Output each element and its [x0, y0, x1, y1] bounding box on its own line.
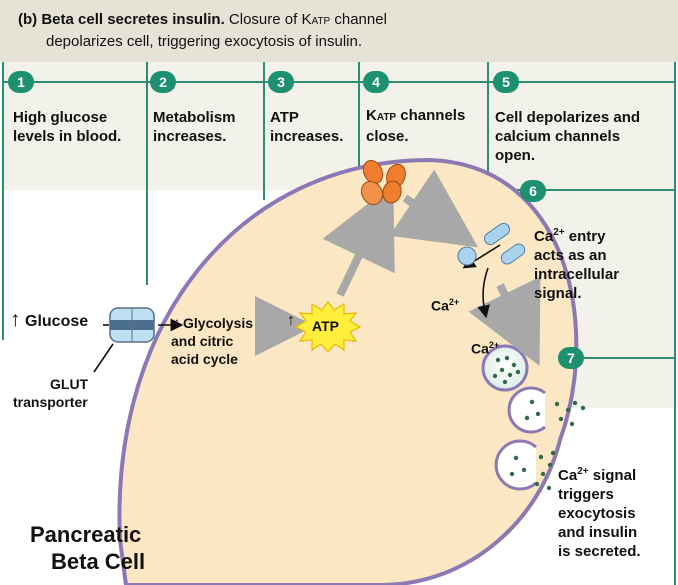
glucose-label: Glucose [25, 313, 89, 330]
beta-cell [117, 157, 579, 585]
cell-name-line2: Beta Cell [51, 549, 146, 574]
step-7-text: Ca2+ signal triggers exocytosis and insu… [558, 462, 641, 561]
header-band [0, 0, 678, 62]
step-7-line3: exocytosis [558, 505, 636, 522]
step-6-line2: acts as an [534, 247, 607, 264]
step-2-line2: increases. [153, 128, 227, 145]
step-5-text: Cell depolarizes and calcium channels op… [495, 108, 640, 165]
glucose-up-arrow: ↑ [10, 308, 21, 331]
atp-label: ATP [312, 318, 339, 334]
step-7-line4: and insulin [558, 524, 638, 541]
step-7-badge: 7 [567, 350, 575, 366]
glycolysis-line3: acid cycle [171, 351, 238, 367]
step-4-line1: KATP channels [366, 107, 466, 124]
title-rest: Closure of KATP channel [229, 11, 387, 28]
glycolysis-line1: Glycolysis [183, 315, 254, 331]
step-5-line1: Cell depolarizes and [495, 109, 641, 126]
atp-starburst [294, 301, 362, 353]
step-2-text: Metabolism increases. [153, 108, 236, 146]
step-6-line3: intracellular [534, 266, 620, 283]
step-7-line5: is secreted. [558, 543, 641, 560]
step-6-line1: Ca2+ entry [534, 227, 606, 245]
step-1-text: High glucose levels in blood. [13, 108, 121, 146]
step-2-line1: Metabolism [153, 109, 236, 126]
atp-up-arrow: ↑ [287, 312, 295, 329]
glycolysis-line2: and citric [171, 333, 234, 349]
title-channel: channel [330, 11, 387, 28]
header-title: (b) Beta cell secretes insulin. Closure … [18, 11, 387, 28]
calcium-label-inside: Ca2+ [471, 340, 500, 357]
step-1-badge: 1 [17, 74, 25, 90]
calcium-label-outside: Ca2+ [431, 297, 460, 314]
vesicle-fusing [507, 386, 586, 434]
step-grid [2, 62, 676, 585]
cell-name-line1: Pancreatic [30, 522, 142, 547]
step-6-badge: 6 [529, 183, 537, 199]
glut-label: GLUT [50, 375, 88, 393]
step-7-line2: triggers [558, 486, 614, 503]
glut-line1: GLUT [50, 376, 89, 392]
step-5-line3: open. [495, 147, 535, 164]
step-4-line2: close. [366, 128, 409, 145]
title-bold: Beta cell secretes insulin. [41, 11, 225, 28]
step-3-badge: 3 [277, 74, 285, 90]
glycolysis-up-arrow: ↑ [174, 315, 180, 329]
flow-arrows [130, 169, 541, 366]
step-2-badge: 2 [159, 74, 167, 90]
step-6-line4: signal. [534, 285, 582, 302]
step-4-badge: 4 [372, 74, 380, 90]
step-badges [8, 71, 584, 369]
step-4-text: KATP channels close. [366, 106, 465, 146]
glut-transporter [109, 307, 155, 343]
step-6-text: Ca2+ entry acts as an intracellular sign… [534, 223, 619, 303]
step-5-badge: 5 [502, 74, 510, 90]
calcium-channel [457, 222, 526, 266]
title-k: Closure of K [228, 11, 312, 28]
panel-letter: (b) [18, 11, 38, 28]
title-atp-sub: ATP [311, 16, 331, 27]
step-5-line2: calcium channels [495, 128, 621, 145]
header-title-line2: depolarizes cell, triggering exocytosis … [46, 33, 362, 50]
step-1-line1: High glucose [13, 109, 108, 126]
step-1-line2: levels in blood. [13, 128, 122, 145]
step-3-text: ATP increases. [270, 108, 343, 146]
step-3-line2: increases. [270, 128, 344, 145]
glut-label-line2: transporter [13, 394, 88, 410]
step-3-line1: ATP [270, 109, 299, 126]
katp-channel [360, 159, 406, 206]
step-7-line1: Ca2+ signal [558, 466, 637, 484]
vesicle-open [494, 439, 556, 491]
